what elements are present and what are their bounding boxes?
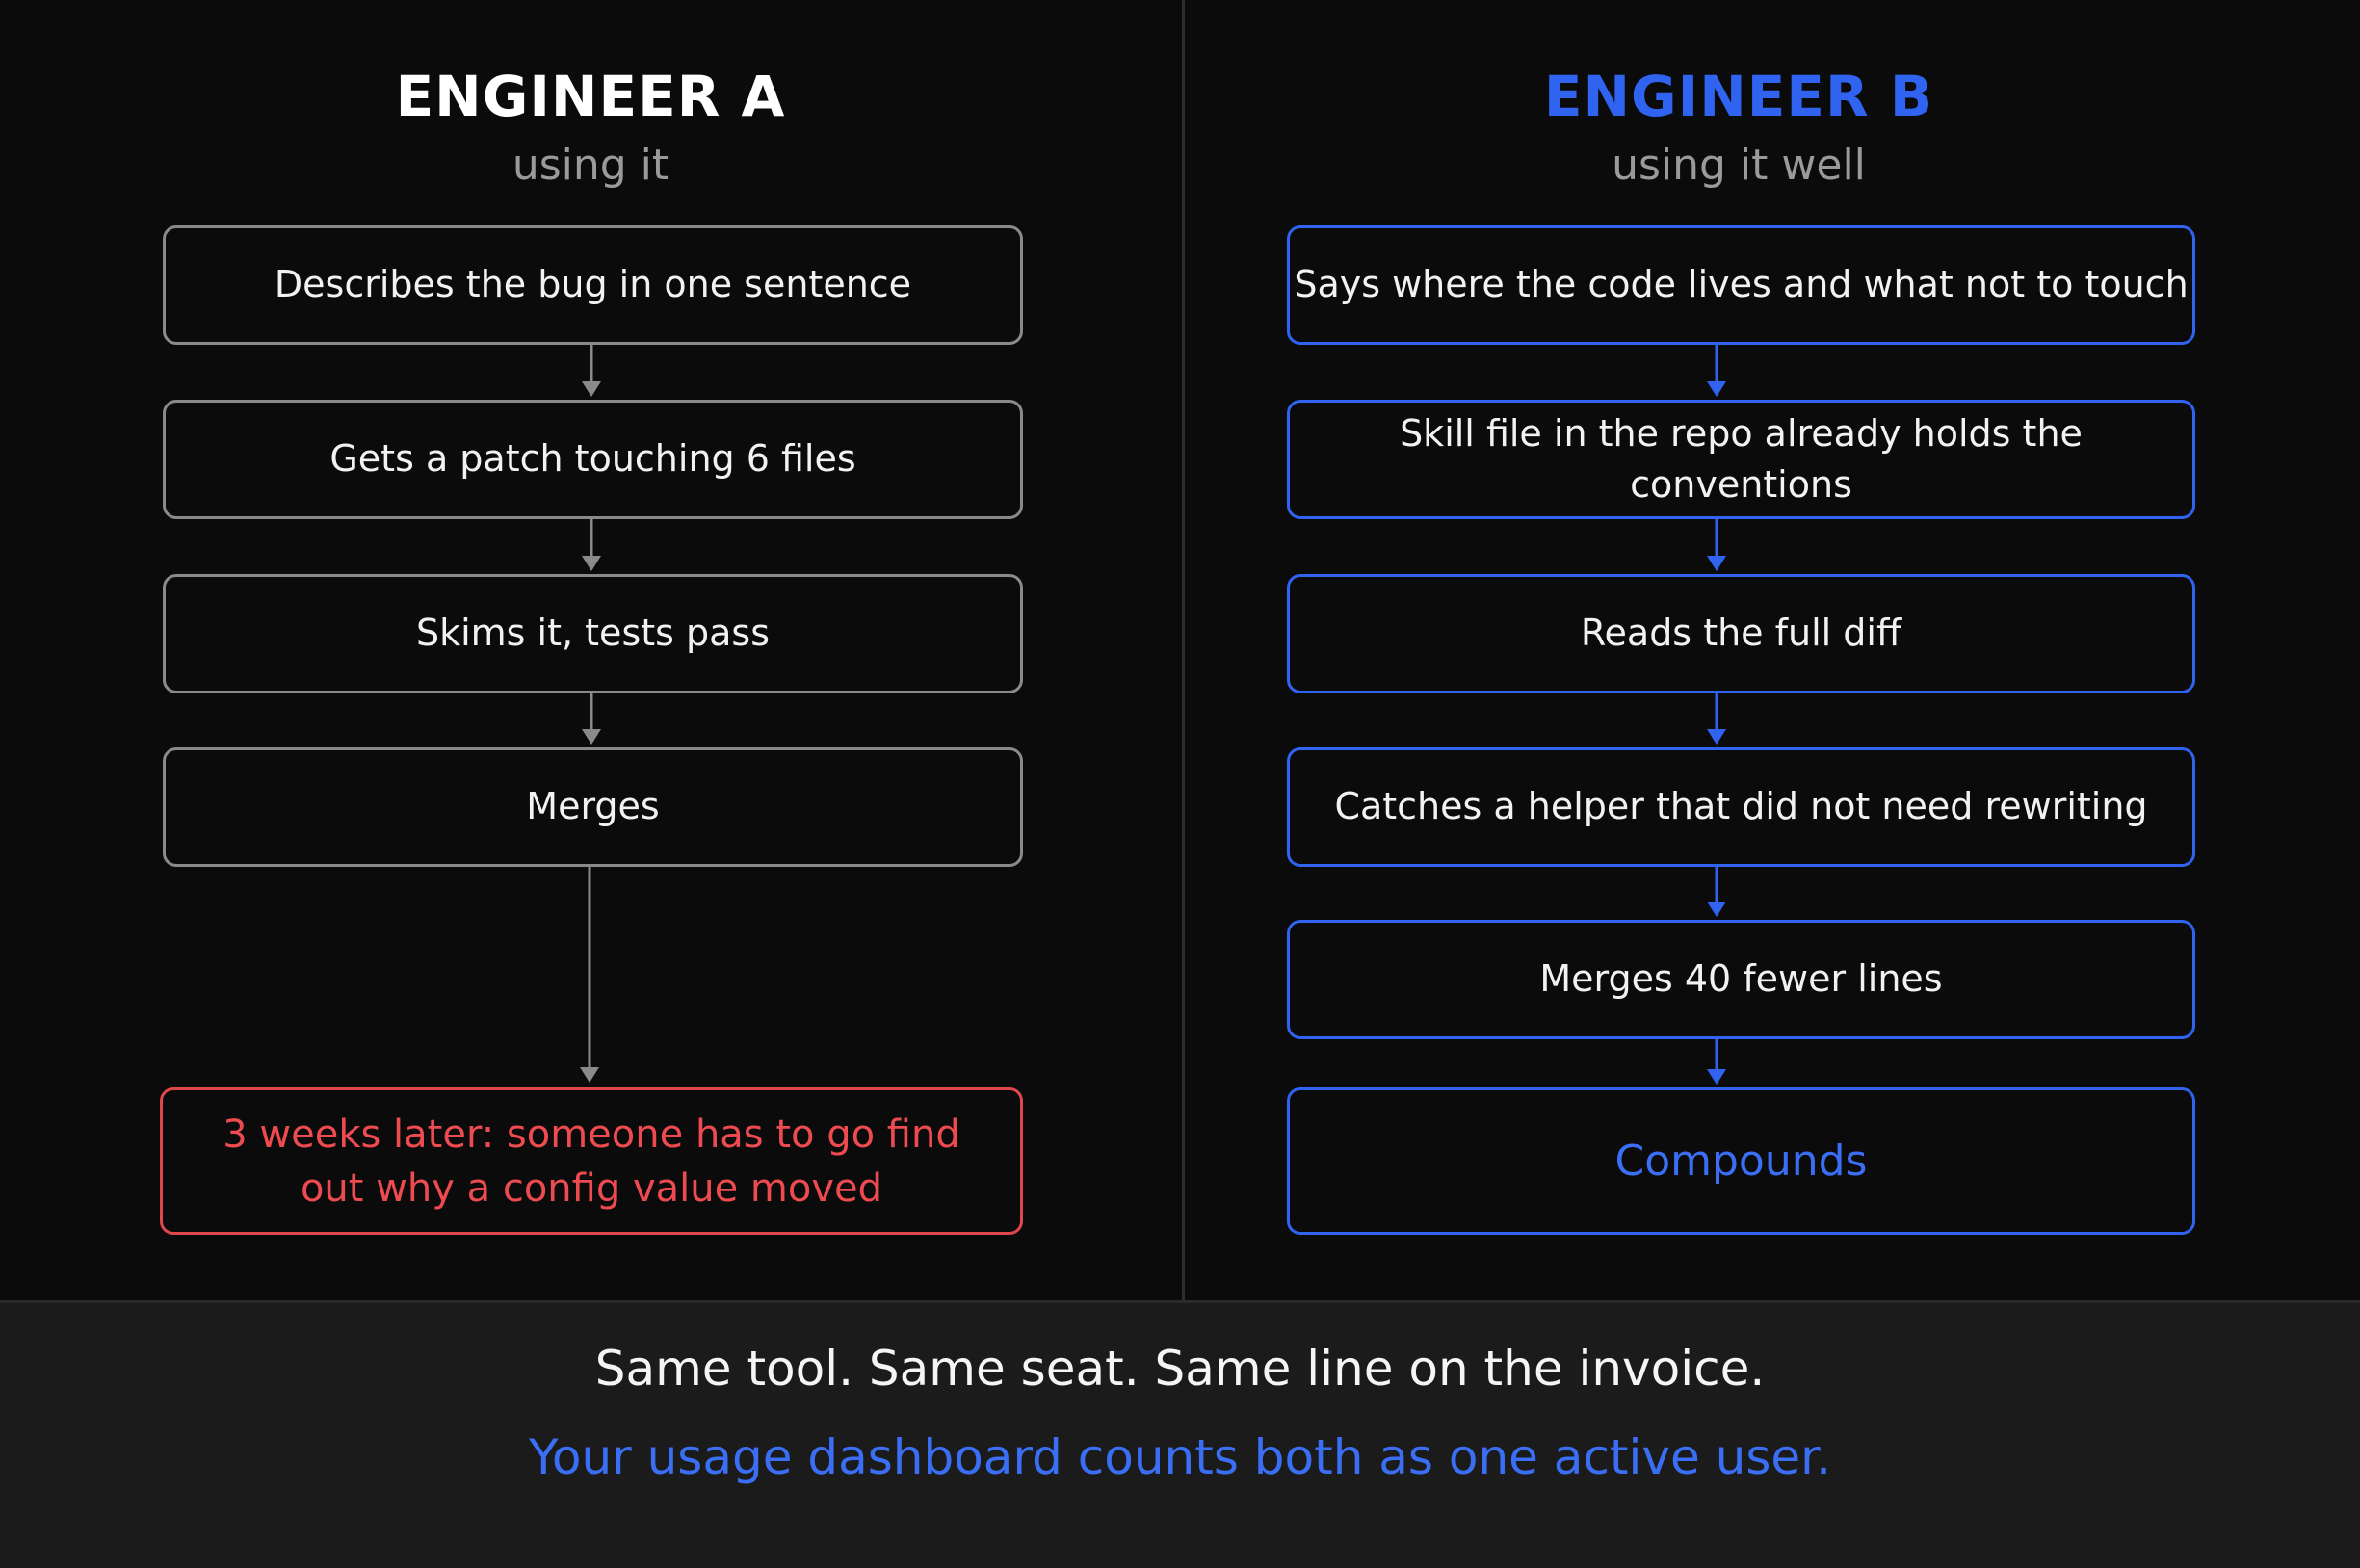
footer-panel <box>0 1300 2360 1568</box>
arrow-b-5-head <box>1707 1069 1726 1085</box>
arrow-a-4-head <box>580 1067 599 1083</box>
step-label: Skill file in the repo already holds the… <box>1400 411 2083 506</box>
engineer-b-step-5: Merges 40 fewer lines <box>1287 920 2195 1039</box>
engineer-a-subtitle: using it <box>511 141 669 190</box>
engineer-b-step-1: Says where the code lives and what not t… <box>1287 225 2195 345</box>
engineer-b-subtitle: using it well <box>1612 141 1866 190</box>
footer-statement: Same tool. Same seat. Same line on the i… <box>594 1341 1766 1397</box>
arrow-b-2-head <box>1707 556 1726 571</box>
step-label: Gets a patch touching 6 files <box>329 437 856 481</box>
column-divider <box>1182 0 1185 1300</box>
arrow-a-2-head <box>582 556 601 571</box>
engineer-b-title: ENGINEER B <box>1543 64 1934 129</box>
engineer-b-outcome: Compounds <box>1287 1087 2195 1235</box>
step-label: Merges <box>526 785 660 828</box>
engineer-a-outcome: 3 weeks later: someone has to go find ou… <box>160 1087 1023 1235</box>
engineer-a-arrows <box>580 345 601 1083</box>
step-label: Reads the full diff <box>1580 612 1902 655</box>
engineer-a-step-2: Gets a patch touching 6 files <box>163 400 1023 519</box>
footer-punchline: Your usage dashboard counts both as one … <box>528 1429 1832 1485</box>
engineer-b-arrows <box>1707 345 1726 1085</box>
flow-arrows <box>580 345 1726 1085</box>
engineer-a-title: ENGINEER A <box>395 64 786 129</box>
engineer-a-step-4: Merges <box>163 747 1023 867</box>
step-label: Skims it, tests pass <box>415 612 771 655</box>
step-label: Describes the bug in one sentence <box>274 263 912 306</box>
engineer-a-step-1: Describes the bug in one sentence <box>163 225 1023 345</box>
step-label: Merges 40 fewer lines <box>1539 957 1943 1001</box>
step-label: Catches a helper that did not need rewri… <box>1334 785 2148 828</box>
outcome-label: Compounds <box>1614 1136 1868 1186</box>
arrow-b-4-head <box>1707 902 1726 917</box>
step-label: Says where the code lives and what not t… <box>1294 263 2189 306</box>
arrow-b-1-head <box>1707 381 1726 397</box>
outcome-label: 3 weeks later: someone has to go find ou… <box>223 1111 960 1211</box>
arrow-a-1-head <box>582 381 601 397</box>
engineer-b-step-2: Skill file in the repo already holds the… <box>1287 400 2195 519</box>
engineer-b-step-3: Reads the full diff <box>1287 574 2195 693</box>
engineer-b-step-4: Catches a helper that did not need rewri… <box>1287 747 2195 867</box>
engineer-a-step-3: Skims it, tests pass <box>163 574 1023 693</box>
arrow-a-3-head <box>582 729 601 745</box>
arrow-b-3-head <box>1707 729 1726 745</box>
